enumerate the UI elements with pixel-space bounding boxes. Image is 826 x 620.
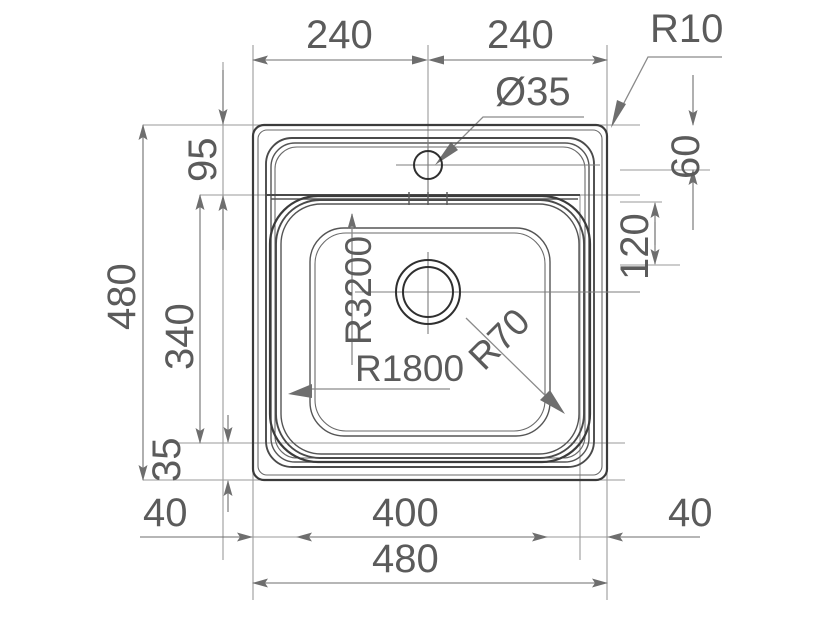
tap-hole (396, 140, 600, 192)
dimension-label-bottom-400: 400 (372, 491, 439, 535)
radius-label-r10: R10 (650, 7, 723, 51)
dimension-label-bottom-480: 480 (372, 537, 439, 581)
dimension-label-right-60: 60 (664, 135, 708, 180)
dimension-label-bottom-left-40: 40 (143, 491, 188, 535)
sink-bowl-bottom (309, 227, 551, 437)
dimension-label-left-340: 340 (158, 303, 202, 370)
dimension-left-480: 480 (100, 124, 148, 481)
dimension-left-35: 35 (145, 415, 233, 512)
dimension-label-left-95: 95 (181, 138, 225, 183)
radius-label-r70: R70 (461, 301, 538, 378)
dimension-label-top-left-240: 240 (306, 13, 373, 57)
dimension-label-right-120: 120 (613, 213, 657, 280)
radius-label-r3200: R3200 (338, 236, 379, 345)
extension-lines (140, 45, 710, 560)
callout-r10: R10 (611, 7, 723, 128)
sink-outer-body (251, 123, 609, 482)
callout-r3200: R3200 (338, 213, 379, 365)
dimension-bottom-480: 480 (252, 500, 608, 600)
callout-r1800: R1800 (288, 348, 464, 398)
dimension-right-60: 60 (664, 75, 708, 230)
dimension-label-bottom-right-40: 40 (668, 491, 713, 535)
radius-label-r1800: R1800 (355, 348, 464, 389)
drain-hole (355, 252, 640, 334)
dimension-label-left-480: 480 (100, 263, 144, 330)
dimension-label-top-right-240: 240 (487, 13, 554, 57)
ledge-tick-marks (408, 192, 448, 205)
dimension-top-240-240: 240 240 (252, 13, 608, 65)
dimension-bottom-row: 40 400 40 (140, 491, 713, 542)
dimension-right-120: 120 (613, 201, 662, 280)
dimension-left-340: 340 (158, 194, 205, 444)
callout-hole-diameter: Ø35 (435, 70, 584, 165)
hole-diameter-label: Ø35 (495, 70, 571, 114)
sink-bowl-opening (266, 194, 592, 464)
dimension-label-left-35: 35 (145, 438, 189, 483)
dimension-left-95: 95 (181, 70, 228, 250)
